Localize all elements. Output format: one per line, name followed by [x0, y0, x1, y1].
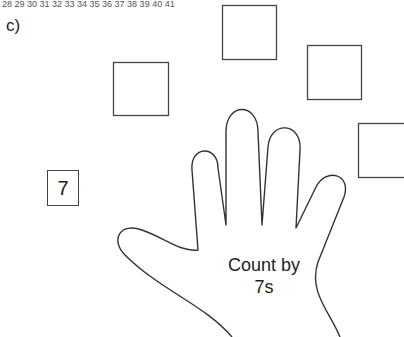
empty-box: [114, 63, 169, 116]
number-box: 7: [47, 170, 79, 206]
number-line: 28 29 30 31 32 33 34 35 36 37 38 39 40 4…: [2, 0, 175, 9]
part-label: c): [6, 16, 20, 36]
instruction-text: Count by 7s: [218, 255, 310, 298]
start-number: 7: [57, 177, 68, 200]
empty-box: [308, 46, 362, 100]
hand-path: [118, 110, 346, 337]
empty-box: [223, 6, 277, 60]
empty-box: [359, 124, 404, 178]
